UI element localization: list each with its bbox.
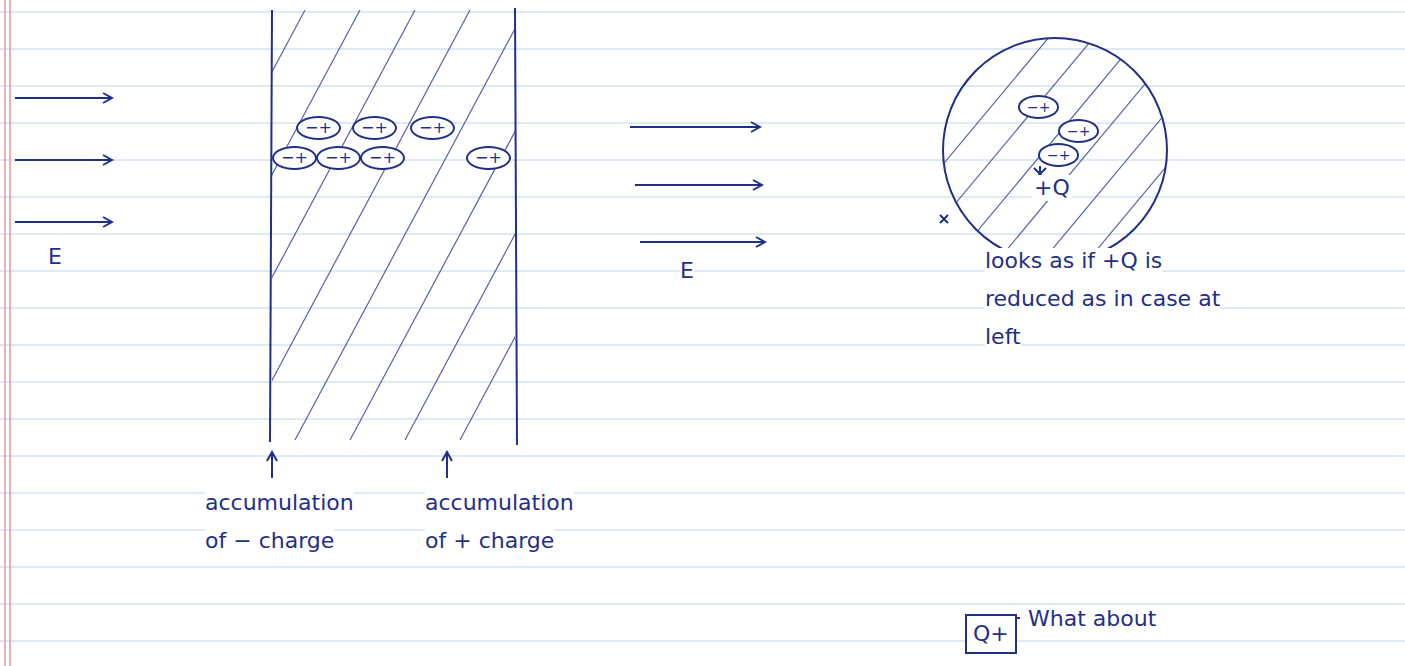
hatch-line (900, 30, 1100, 270)
dielectric-hatching (272, 10, 515, 440)
hatch-line (1035, 30, 1235, 270)
dipole-signs: −+ (369, 148, 396, 167)
field-arrow (635, 184, 762, 186)
dipole-signs: −+ (305, 118, 332, 137)
field-arrow (15, 221, 112, 223)
ruled-line (0, 123, 1405, 124)
field-arrow (630, 126, 760, 128)
hatch-line (272, 10, 360, 440)
dipole-signs: −+ (361, 118, 388, 137)
dipole-signs: −+ (475, 148, 502, 167)
field-arrow (15, 159, 112, 161)
slab-edge (515, 8, 517, 445)
hatch-line (350, 10, 515, 440)
box-text: Q+ (973, 621, 1009, 646)
label-text: What about (1028, 606, 1156, 631)
ruled-line (0, 234, 1405, 235)
dipole-signs: −+ (419, 118, 446, 137)
ruled-line (0, 567, 1405, 568)
hatch-line (460, 10, 515, 440)
ruled-line (0, 604, 1405, 605)
slab-edge (270, 10, 272, 442)
hatch-line (295, 10, 515, 440)
margin-line (9, 0, 11, 666)
annotation: accumulation of + charge (425, 484, 575, 560)
note-box: Q+ (965, 614, 1017, 654)
pointer-arrow (446, 452, 448, 478)
hatch-line (945, 30, 1145, 270)
ruled-line (0, 419, 1405, 420)
dipole-ellipse: −+ (466, 146, 511, 170)
field-label: E (680, 252, 694, 290)
dipole-ellipse: −+ (272, 146, 317, 170)
dipole-signs: −+ (325, 148, 352, 167)
label-text: accumulation of − charge (205, 490, 354, 553)
dipole-ellipse: −+ (1038, 143, 1079, 167)
dielectric-sphere: +Q −+ −+ −+ (940, 35, 1170, 265)
hatch-line (990, 30, 1190, 270)
dipole-ellipse: −+ (1018, 95, 1059, 119)
dipole-ellipse: −+ (1058, 119, 1099, 143)
charge-label: +Q (1032, 175, 1072, 201)
dipole-ellipse: −+ (316, 146, 361, 170)
dipole-ellipse: −+ (360, 146, 405, 170)
label-text: E (680, 258, 694, 283)
hatch-line (855, 30, 1055, 270)
dipole-ellipse: −+ (296, 116, 341, 140)
ruled-line (0, 12, 1405, 13)
dipole-ellipse: −+ (410, 116, 455, 140)
dipole-signs: −+ (281, 148, 308, 167)
field-arrow (640, 241, 765, 243)
dipole-signs: −+ (1067, 123, 1090, 139)
label-text: accumulation of + charge (425, 490, 574, 553)
pen-mark (940, 215, 948, 223)
sphere-outline (943, 38, 1167, 262)
hatch-line (272, 10, 415, 440)
ruled-line (0, 271, 1405, 272)
dipole-signs: −+ (1027, 99, 1050, 115)
ruled-line (0, 641, 1405, 642)
field-label: E (48, 238, 62, 276)
hatch-line (1080, 30, 1280, 270)
annotation: accumulation of − charge (205, 484, 355, 560)
label-text: looks as if +Q is reduced as in case at … (985, 248, 1220, 349)
dipole-ellipse: −+ (352, 116, 397, 140)
ruled-line (0, 86, 1405, 87)
ruled-line (0, 49, 1405, 50)
dielectric-hatching (765, 30, 1405, 270)
ruled-line (0, 160, 1405, 161)
ruled-line (0, 345, 1405, 346)
hatch-line (765, 30, 965, 270)
hatch-line (1215, 30, 1405, 270)
margin-line (4, 0, 6, 666)
label-text: E (48, 244, 62, 269)
hatch-line (1125, 30, 1325, 270)
dipole-signs: −+ (1047, 147, 1070, 163)
hatch-line (272, 10, 470, 440)
pointer-arrow (271, 452, 273, 478)
hatch-line (405, 10, 515, 440)
ruled-line (0, 456, 1405, 457)
ruled-lines (0, 12, 1405, 641)
note-text: looks as if +Q is reduced as in case at … (985, 242, 1230, 356)
hatch-line (1170, 30, 1370, 270)
note-text: What about (1028, 600, 1156, 638)
ruled-line (0, 197, 1405, 198)
ruled-line (0, 382, 1405, 383)
field-arrow (15, 97, 112, 99)
